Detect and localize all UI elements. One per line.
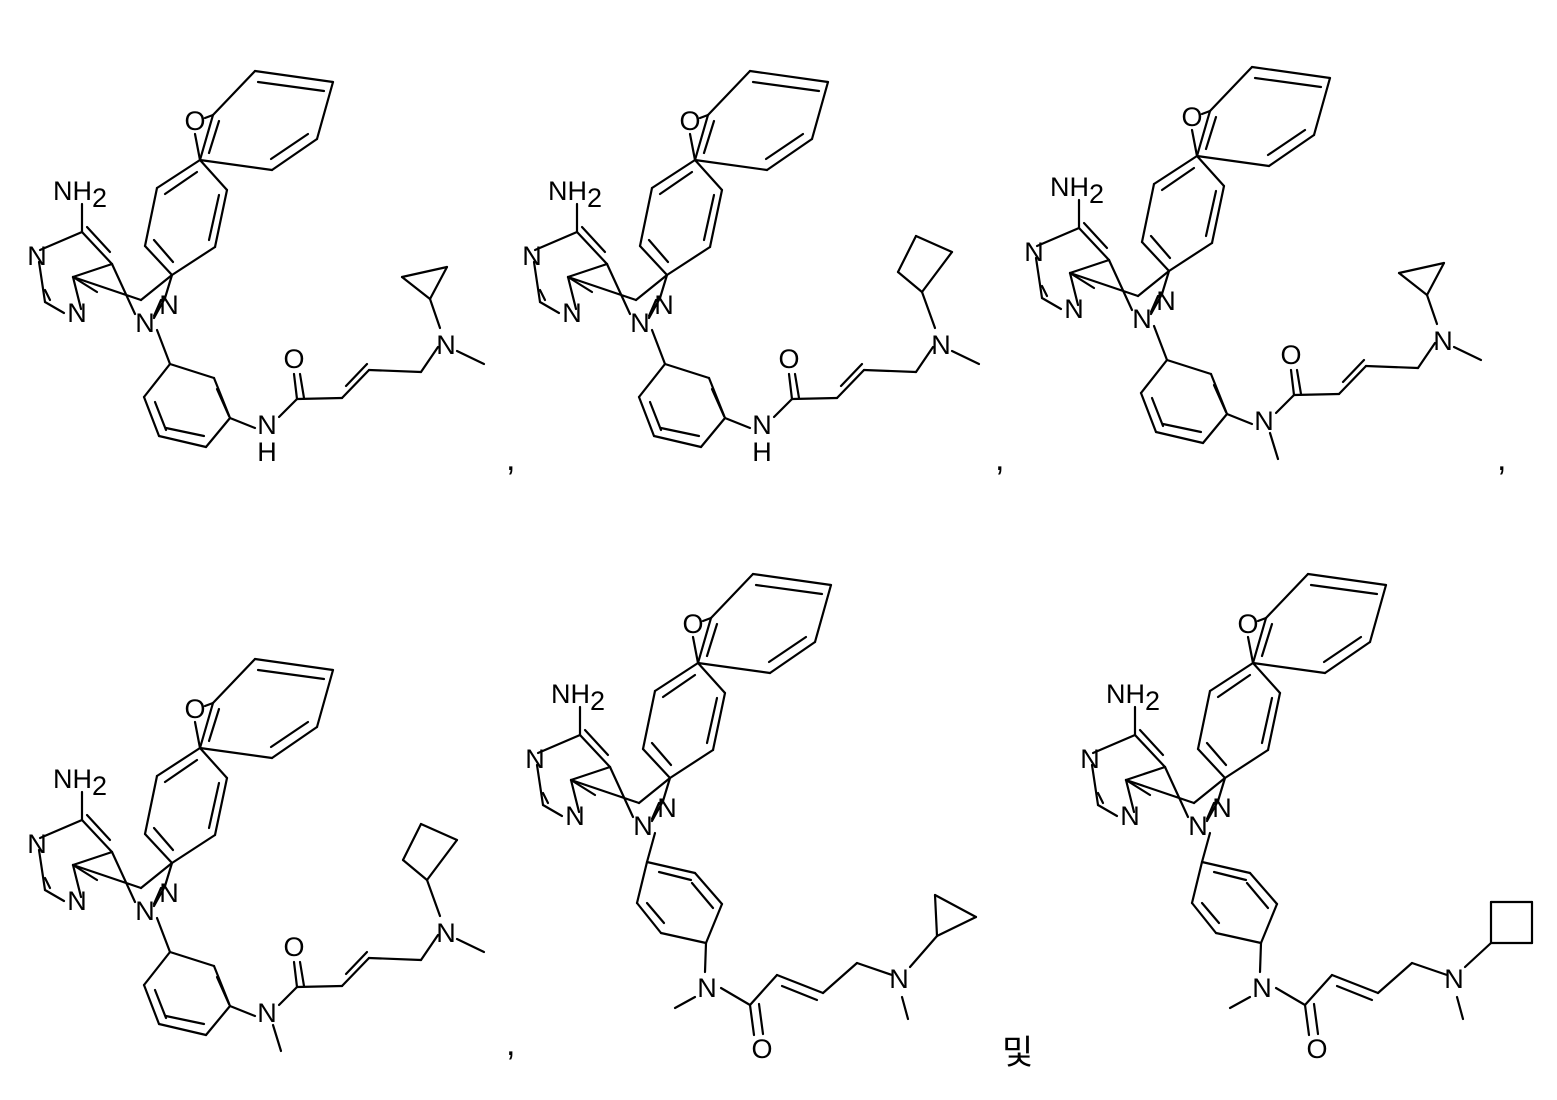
separator-comma-3: , [1497,440,1506,478]
separator-comma-2: , [995,440,1004,478]
structure-4 [27,659,484,1051]
structure-6 [1080,574,1532,1064]
structure-1 [27,71,484,467]
separator-and-korean: 및 [1002,1034,1033,1072]
structure-2 [522,71,979,467]
separator-comma-4: , [506,1025,515,1063]
structure-5 [525,574,976,1064]
separator-comma-1: , [506,440,515,478]
structure-3 [1024,67,1481,459]
